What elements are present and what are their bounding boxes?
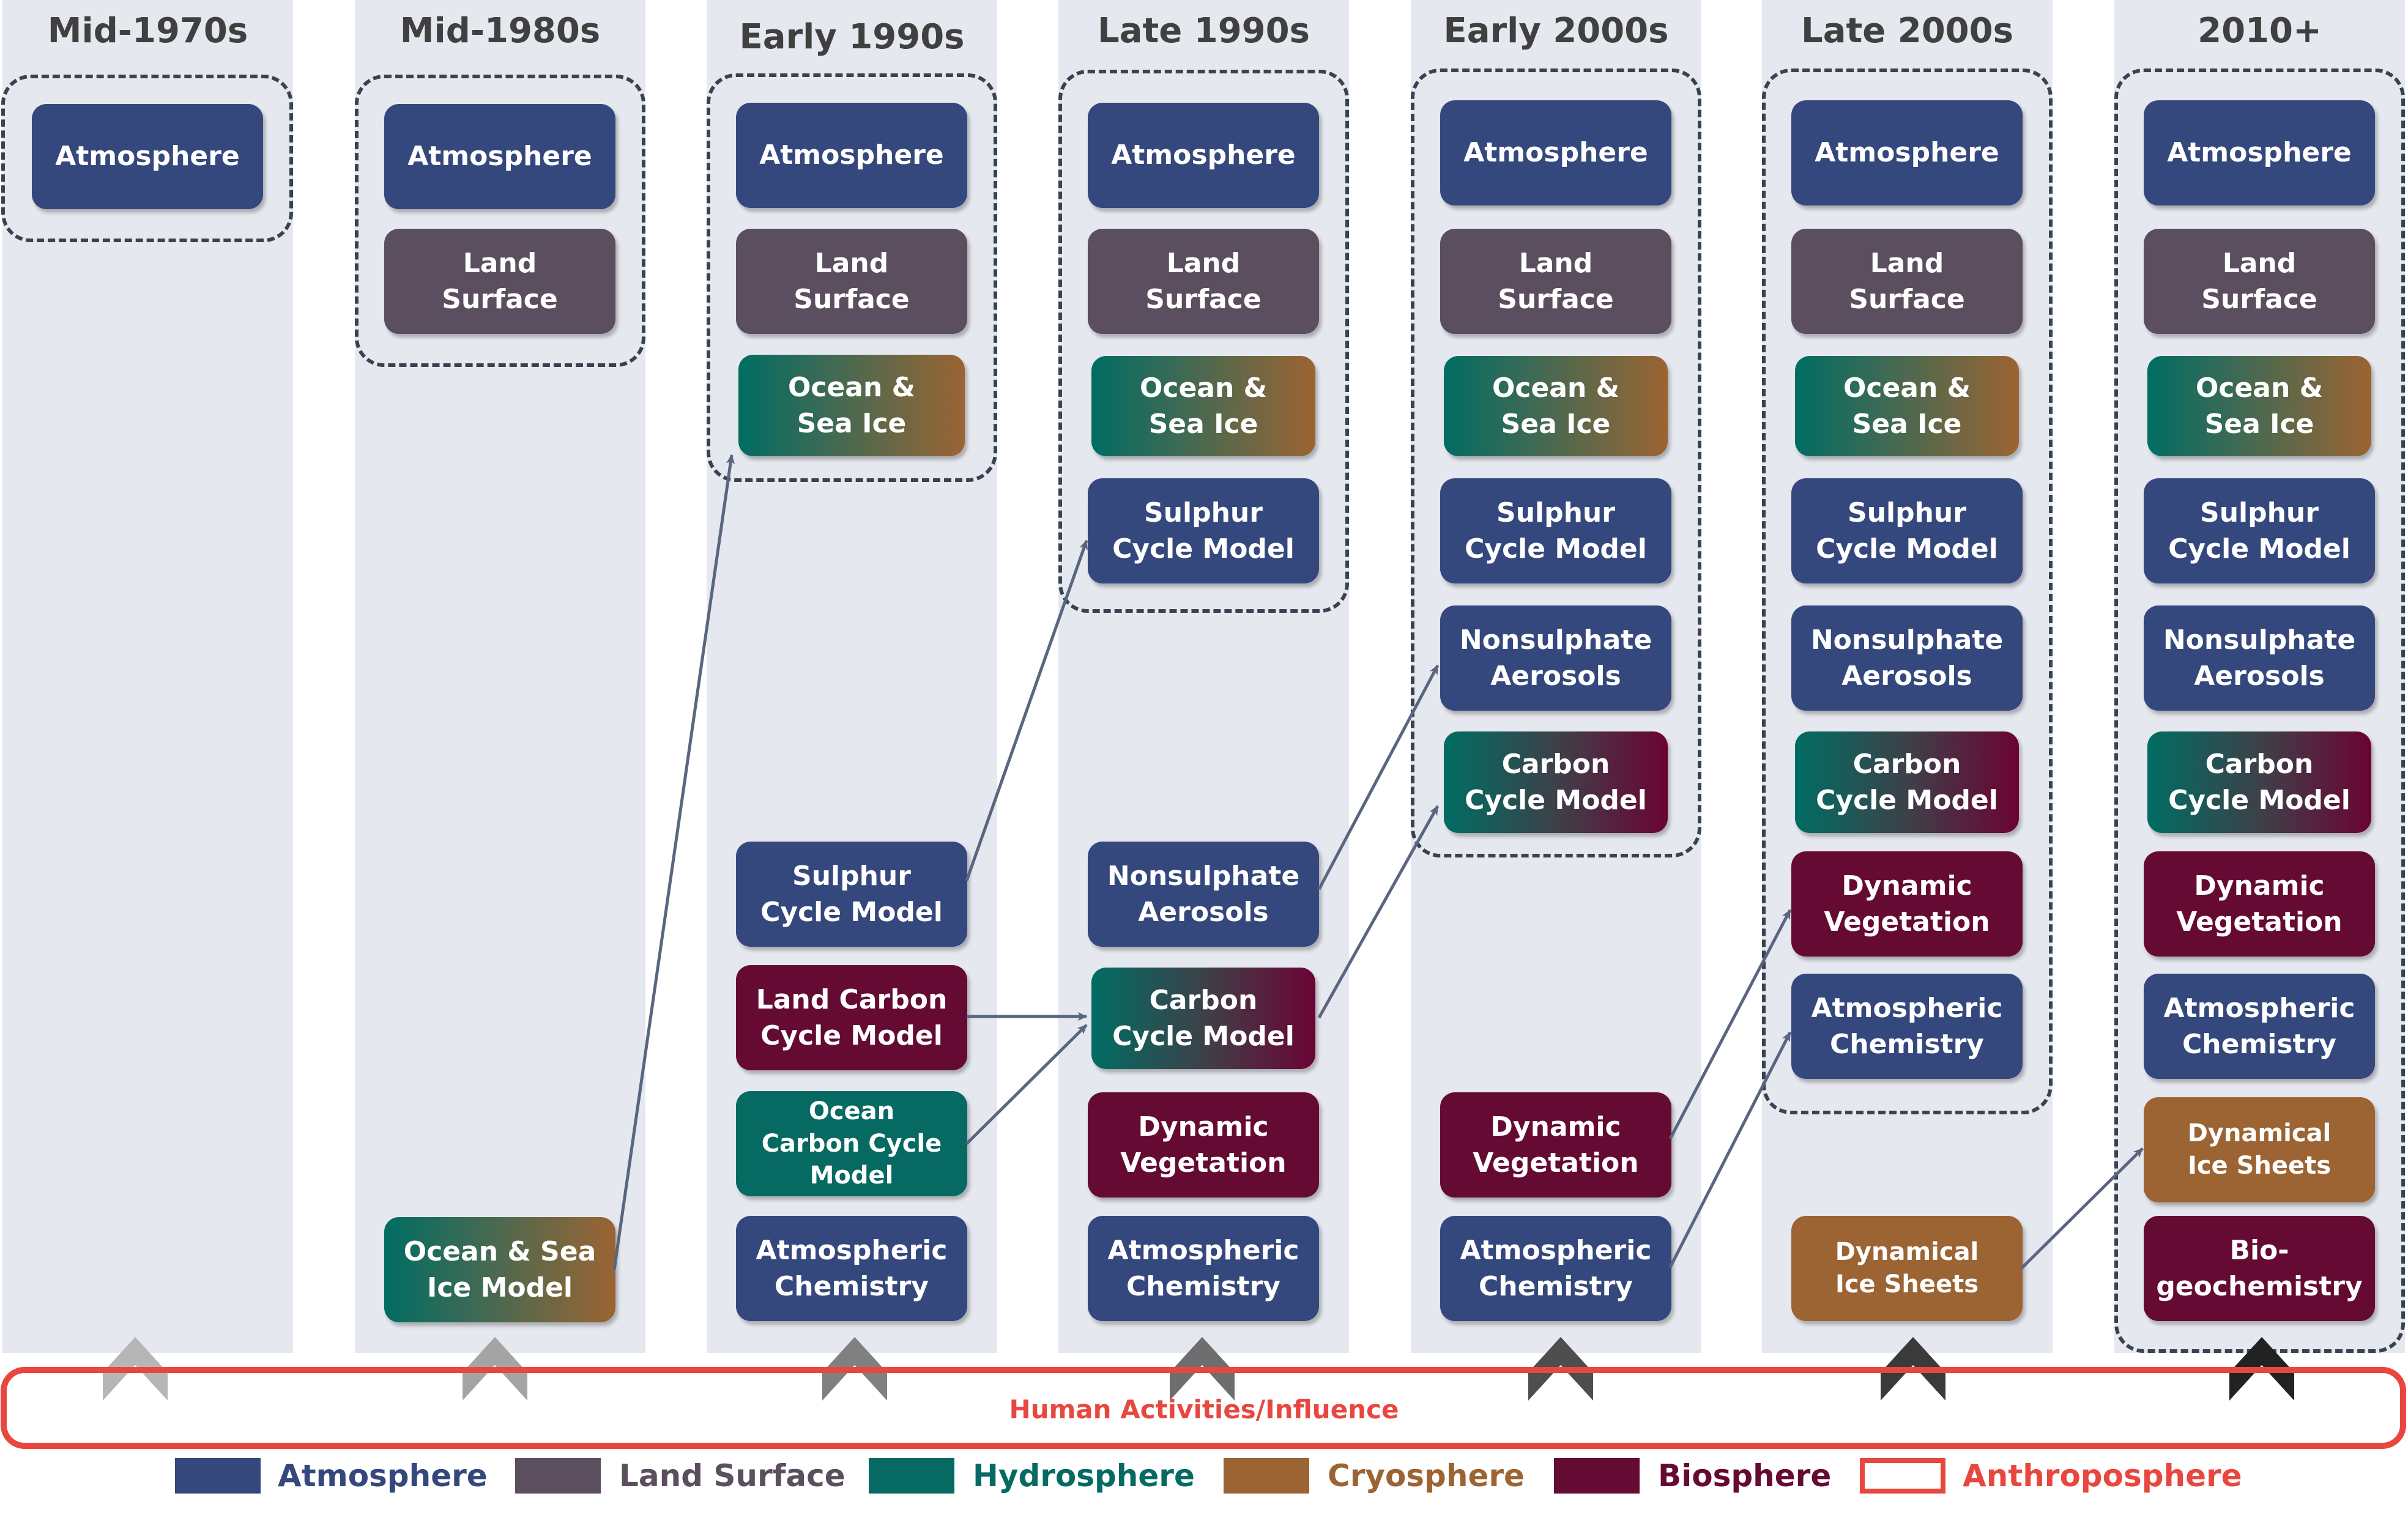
- legend-swatch-atmosphere: [175, 1458, 261, 1494]
- carbon-cycle-model-box: Carbon Cycle Model: [1444, 731, 1668, 833]
- atmospheric-chemistry-box: Atmospheric Chemistry: [1440, 1216, 1671, 1321]
- ocean-sea-ice-box: Ocean & Sea Ice: [1795, 356, 2019, 456]
- coupled-group-late-2000s: [1762, 68, 2053, 1114]
- nonsulphate-aerosols-box: Nonsulphate Aerosols: [1791, 605, 2023, 711]
- sulphur-cycle-model-box: Sulphur Cycle Model: [1791, 478, 2023, 583]
- atmosphere-box: Atmosphere: [2144, 100, 2375, 205]
- atmosphere-box: Atmosphere: [384, 104, 615, 209]
- atmosphere-box: Atmosphere: [32, 104, 263, 209]
- atmosphere-box: Atmosphere: [736, 103, 967, 208]
- arrow-nonsulphate-to-coupled: [1317, 664, 1440, 890]
- carbon-cycle-model-box: Carbon Cycle Model: [2147, 731, 2371, 833]
- land-surface-box: Land Surface: [1088, 229, 1319, 334]
- column-title: Late 1990s: [1098, 11, 1310, 51]
- coupled-group-mid-1980s: [355, 75, 645, 367]
- arrow-dynamical-ice-sheets-to-coupled: [2020, 1147, 2144, 1270]
- atmosphere-box: Atmosphere: [1440, 100, 1671, 205]
- arrow-atmospheric-chemistry-to-coupled: [1668, 1031, 1792, 1268]
- dynamical-ice-sheets-box: Dynamical Ice Sheets: [2144, 1097, 2375, 1202]
- dynamical-ice-sheets-box: Dynamical Ice Sheets: [1791, 1216, 2023, 1321]
- sulphur-cycle-model-box: Sulphur Cycle Model: [736, 842, 967, 947]
- ocean-carbon-cycle-model-box: Ocean Carbon Cycle Model: [736, 1091, 967, 1196]
- arrow-dynamic-vegetation-to-coupled: [1668, 909, 1792, 1140]
- human-activities-bar: [1, 1367, 2406, 1449]
- land-surface-box: Land Surface: [1440, 229, 1671, 334]
- atmospheric-chemistry-box: Atmospheric Chemistry: [2144, 974, 2375, 1079]
- coupled-group-late-1990s: [1058, 70, 1349, 613]
- legend-swatch-cryosphere: [1224, 1458, 1309, 1494]
- biogeochemistry-box: Bio- geochemistry: [2144, 1216, 2375, 1321]
- column-title: Mid-1970s: [47, 11, 248, 51]
- column-mid-1970s: Mid-1970s: [2, 0, 293, 1353]
- land-surface-box: Land Surface: [1791, 229, 2023, 334]
- coupled-group-early-1990s: [707, 73, 997, 482]
- legend-label-atmosphere: Atmosphere: [278, 1458, 488, 1494]
- carbon-cycle-model-box: Carbon Cycle Model: [1091, 968, 1315, 1069]
- column-title: Early 2000s: [1443, 11, 1669, 51]
- sulphur-cycle-model-box: Sulphur Cycle Model: [1440, 478, 1671, 583]
- column-title: Late 2000s: [1801, 11, 2013, 51]
- column-mid-1980s: Mid-1980s: [355, 0, 645, 1353]
- legend-label-biosphere: Biosphere: [1658, 1458, 1832, 1494]
- legend-label-hydrosphere: Hydrosphere: [973, 1458, 1195, 1494]
- column-title: Early 1990s: [739, 17, 965, 57]
- nonsulphate-aerosols-box: Nonsulphate Aerosols: [2144, 605, 2375, 711]
- arrow-carbon-cycle-to-coupled: [1317, 805, 1440, 1019]
- legend-label-anthroposphere: Anthroposphere: [1963, 1458, 2242, 1494]
- nonsulphate-aerosols-box: Nonsulphate Aerosols: [1440, 605, 1671, 711]
- coupled-group-mid-1970s: [1, 75, 293, 242]
- column-title: 2010+: [2198, 11, 2322, 51]
- ocean-sea-ice-model-box: Ocean & Sea Ice Model: [384, 1217, 615, 1322]
- atmospheric-chemistry-box: Atmospheric Chemistry: [736, 1216, 967, 1321]
- sulphur-cycle-model-box: Sulphur Cycle Model: [1088, 478, 1319, 583]
- column-title: Mid-1980s: [399, 11, 601, 51]
- legend-swatch-biosphere: [1554, 1458, 1640, 1494]
- ocean-sea-ice-box: Ocean & Sea Ice: [1091, 356, 1315, 456]
- nonsulphate-aerosols-box: Nonsulphate Aerosols: [1088, 842, 1319, 947]
- legend-swatch-land-surface: [515, 1458, 601, 1494]
- dynamic-vegetation-box: Dynamic Vegetation: [1088, 1092, 1319, 1198]
- legend-swatch-hydrosphere: [869, 1458, 954, 1494]
- dynamic-vegetation-box: Dynamic Vegetation: [1440, 1092, 1671, 1198]
- legend-swatch-anthroposphere: [1860, 1458, 1945, 1494]
- human-activities-label: Human Activities/Influence: [1009, 1394, 1399, 1424]
- ocean-sea-ice-box: Ocean & Sea Ice: [738, 355, 965, 456]
- atmosphere-box: Atmosphere: [1791, 100, 2023, 205]
- arrow-ocean-carbon-to-carbon-cycle: [965, 1024, 1088, 1145]
- atmospheric-chemistry-box: Atmospheric Chemistry: [1088, 1216, 1319, 1321]
- carbon-cycle-model-box: Carbon Cycle Model: [1795, 731, 2019, 833]
- atmosphere-box: Atmosphere: [1088, 103, 1319, 208]
- arrow-sulphur-cycle-to-coupled: [965, 539, 1088, 881]
- land-surface-box: Land Surface: [2144, 229, 2375, 334]
- sulphur-cycle-model-box: Sulphur Cycle Model: [2144, 478, 2375, 583]
- arrow-ocean-sea-ice-model-to-coupled: [612, 454, 735, 1270]
- land-surface-box: Land Surface: [736, 229, 967, 334]
- ocean-sea-ice-box: Ocean & Sea Ice: [2147, 356, 2371, 456]
- dynamic-vegetation-box: Dynamic Vegetation: [1791, 851, 2023, 957]
- ocean-sea-ice-box: Ocean & Sea Ice: [1444, 356, 1668, 456]
- coupled-group-early-2000s: [1411, 68, 1701, 857]
- legend-label-land-surface: Land Surface: [619, 1458, 845, 1494]
- land-surface-box: Land Surface: [384, 229, 615, 334]
- land-carbon-cycle-model-box: Land Carbon Cycle Model: [736, 965, 967, 1070]
- atmospheric-chemistry-box: Atmospheric Chemistry: [1791, 974, 2023, 1079]
- legend-label-cryosphere: Cryosphere: [1328, 1458, 1525, 1494]
- dynamic-vegetation-box: Dynamic Vegetation: [2144, 851, 2375, 957]
